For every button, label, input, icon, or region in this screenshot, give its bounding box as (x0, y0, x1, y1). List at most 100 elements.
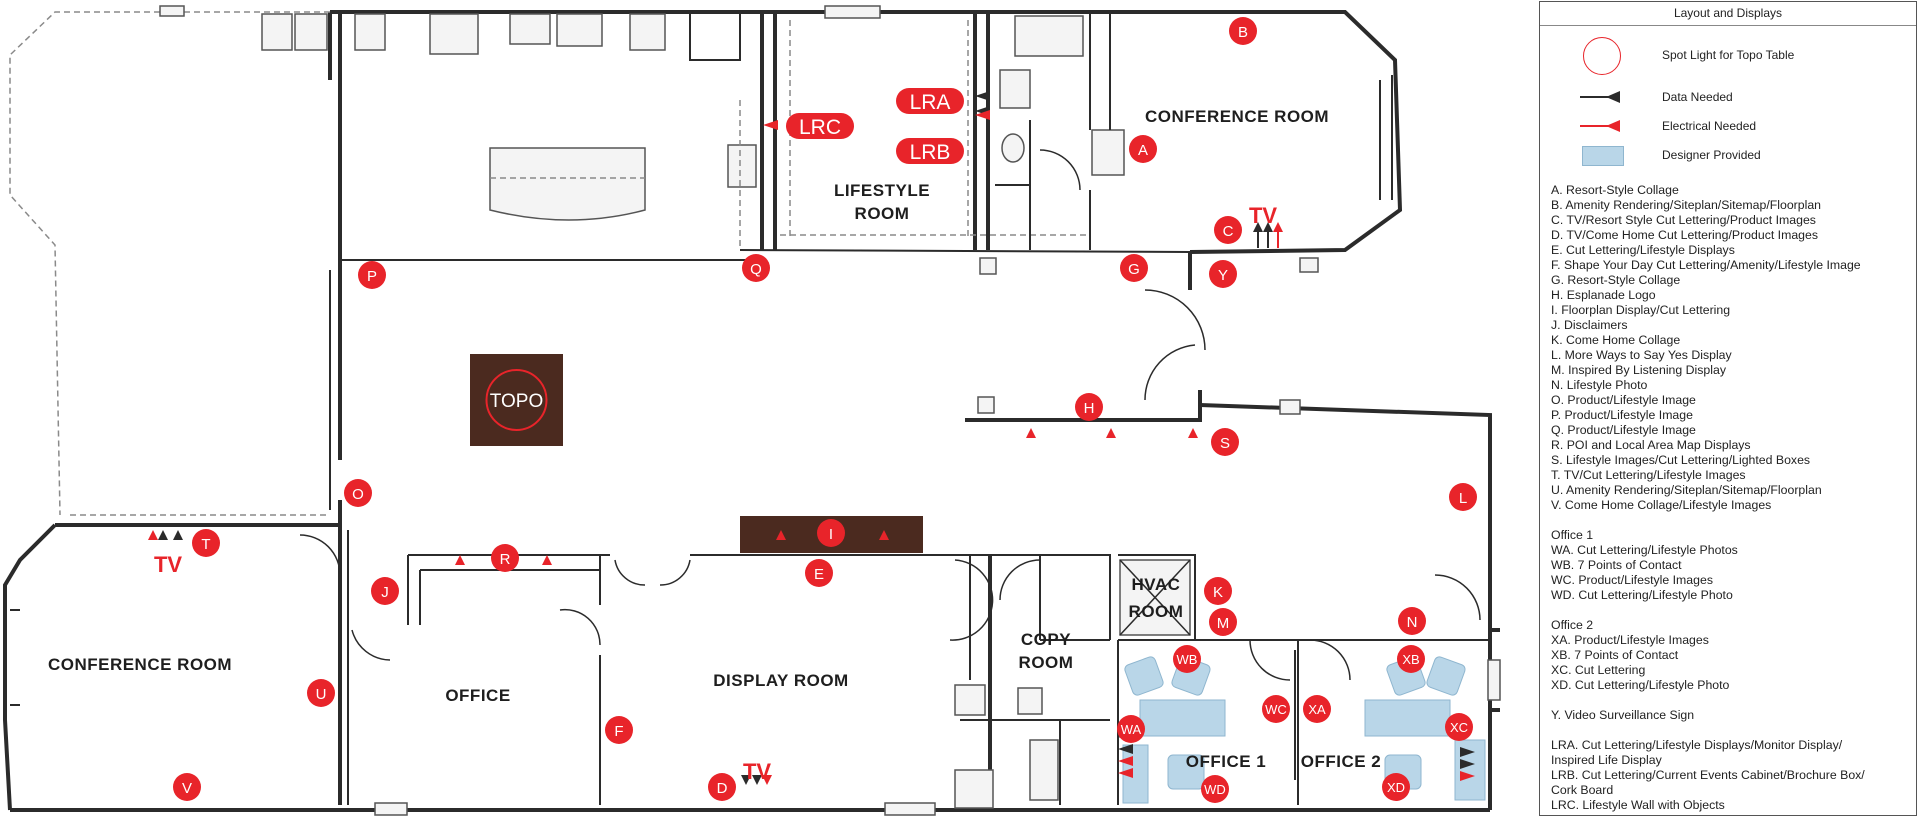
legend-item: J. Disclaimers (1551, 318, 1628, 332)
data-needed-icon (1570, 85, 1632, 109)
svg-text:Y: Y (1218, 267, 1228, 284)
legend-item: A. Resort-Style Collage (1551, 183, 1679, 197)
svg-text:LRC: LRC (799, 116, 841, 139)
legend-item: XC. Cut Lettering (1551, 663, 1646, 677)
marker-lra: LRA (896, 88, 964, 114)
svg-text:LRB: LRB (910, 141, 951, 164)
floor-plan: TOPO CONFERENCE ROOM (3, 5, 1501, 816)
marker-wa: WA (1117, 715, 1145, 743)
marker-d: D (708, 773, 736, 801)
marker-j: J (371, 577, 399, 605)
office-furniture (1122, 650, 1486, 804)
legend-item: G. Resort-Style Collage (1551, 273, 1681, 287)
legend-item: WA. Cut Lettering/Lifestyle Photos (1551, 543, 1738, 557)
legend-key-spot-light-label: Spot Light for Topo Table (1662, 48, 1795, 62)
svg-text:F: F (614, 723, 623, 740)
room-label-copy-room-line1: COPY (1021, 630, 1071, 649)
svg-text:WB: WB (1177, 652, 1198, 667)
svg-text:U: U (316, 686, 327, 703)
electrical-needed-icon (1570, 114, 1632, 138)
legend-key-designer-provided: Designer Provided (1540, 143, 1916, 167)
marker-s: S (1211, 428, 1239, 456)
svg-text:WC: WC (1265, 702, 1287, 717)
room-label-hvac-room-line2: ROOM (1129, 602, 1184, 621)
marker-wd: WD (1201, 775, 1229, 803)
legend-item: L. More Ways to Say Yes Display (1551, 348, 1732, 362)
marker-lrb: LRB (896, 138, 964, 164)
legend-key-data-needed-label: Data Needed (1662, 90, 1733, 104)
room-label-copy-room-line2: ROOM (1019, 653, 1074, 672)
legend-item: LRC. Lifestyle Wall with Objects (1551, 798, 1725, 812)
marker-xc: XC (1445, 713, 1473, 741)
legend-item: C. TV/Resort Style Cut Lettering/Product… (1551, 213, 1816, 227)
legend-item: LRA. Cut Lettering/Lifestyle Displays/Mo… (1551, 738, 1843, 752)
legend-item: Cork Board (1551, 783, 1614, 797)
room-label-office-1: OFFICE 1 (1186, 752, 1267, 771)
legend-item: R. POI and Local Area Map Displays (1551, 438, 1751, 452)
kitchen (261, 12, 760, 261)
legend-item: V. Come Home Collage/Lifestyle Images (1551, 498, 1772, 512)
marker-c: C (1214, 216, 1242, 244)
marker-i: I (817, 519, 845, 547)
svg-text:XA: XA (1308, 702, 1326, 717)
marker-wb: WB (1173, 645, 1201, 673)
marker-y: Y (1209, 260, 1237, 288)
marker-e: E (805, 559, 833, 587)
marker-m: M (1209, 608, 1237, 636)
legend-office1-title: Office 1 (1551, 528, 1594, 542)
svg-text:P: P (367, 268, 377, 285)
svg-text:XD: XD (1387, 780, 1405, 795)
legend-item: K. Come Home Collage (1551, 333, 1681, 347)
legend-item: N. Lifestyle Photo (1551, 378, 1648, 392)
lower-section-walls (299, 500, 1490, 809)
marker-g: G (1120, 254, 1148, 282)
topo-table: TOPO (470, 354, 563, 446)
legend-item: O. Product/Lifestyle Image (1551, 393, 1696, 407)
svg-text:A: A (1138, 142, 1148, 159)
legend-key-data-needed: Data Needed (1540, 85, 1916, 109)
legend-item: Q. Product/Lifestyle Image (1551, 423, 1696, 437)
marker-o: O (344, 479, 372, 507)
legend-item: XB. 7 Points of Contact (1551, 648, 1679, 662)
marker-xa: XA (1303, 695, 1331, 723)
legend-key-electrical-needed-label: Electrical Needed (1662, 119, 1757, 133)
room-label-lifestyle-room-line2: ROOM (855, 204, 910, 223)
legend-item: Y. Video Surveillance Sign (1551, 708, 1695, 722)
svg-text:E: E (814, 566, 824, 583)
room-label-lifestyle-room-line1: LIFESTYLE (834, 181, 930, 200)
marker-xd: XD (1382, 773, 1410, 801)
svg-text:C: C (1223, 223, 1234, 240)
legend-item: WC. Product/Lifestyle Images (1551, 573, 1713, 587)
marker-xb: XB (1397, 645, 1425, 673)
tv-label-c: TV (1249, 203, 1277, 228)
svg-text:WD: WD (1204, 782, 1226, 797)
marker-l: L (1449, 483, 1477, 511)
legend-item: I. Floorplan Display/Cut Lettering (1551, 303, 1731, 317)
svg-text:N: N (1407, 614, 1418, 631)
legend-key-electrical-needed: Electrical Needed (1540, 114, 1916, 138)
room-label-office-2: OFFICE 2 (1301, 752, 1382, 771)
marker-f: F (605, 716, 633, 744)
bathroom-top (979, 12, 1125, 275)
marker-lrc: LRC (786, 113, 854, 139)
legend-item: E. Cut Lettering/Lifestyle Displays (1551, 243, 1735, 257)
svg-text:T: T (201, 536, 210, 553)
svg-text:G: G (1128, 261, 1140, 278)
marker-k: K (1204, 577, 1232, 605)
spot-light-icon (1570, 37, 1632, 75)
legend-item: T. TV/Cut Lettering/Lifestyle Images (1551, 468, 1746, 482)
svg-text:I: I (829, 526, 833, 543)
conference-room-right-walls (1144, 75, 1393, 415)
svg-text:R: R (500, 551, 511, 568)
svg-text:LRA: LRA (910, 91, 951, 114)
svg-text:D: D (717, 780, 728, 797)
patio-outline (9, 11, 331, 516)
marker-r: R (491, 544, 519, 572)
room-label-office: OFFICE (445, 686, 510, 705)
h-wall (965, 390, 1202, 422)
legend-panel: Layout and Displays Spot Light for Topo … (1539, 1, 1917, 816)
marker-a: A (1129, 135, 1157, 163)
marker-b: B (1229, 17, 1257, 45)
marker-t: T (192, 529, 220, 557)
tv-label-t: TV (154, 552, 182, 577)
